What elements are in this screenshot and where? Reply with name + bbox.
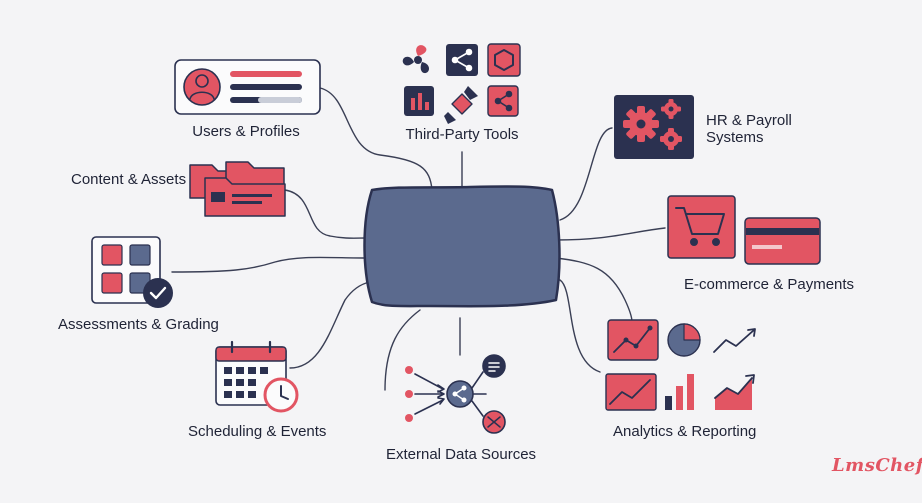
node-label-third-party: Third-Party Tools <box>405 126 519 143</box>
bar-chart-icon <box>411 93 429 110</box>
integration-tools-grid-icon <box>402 43 521 124</box>
node-label-ecommerce: E-commerce & Payments <box>684 276 855 293</box>
data-flow-icon <box>405 354 506 434</box>
checked-grid-icon <box>91 236 173 308</box>
connector-analytics-b <box>559 279 601 373</box>
connector-lines <box>171 87 666 391</box>
fan-icon <box>402 45 429 74</box>
connector-users <box>319 87 433 191</box>
brand-logo: LmsChef <box>832 455 922 476</box>
node-label-assessments: Assessments & Grading <box>58 316 219 333</box>
connector-hr <box>559 127 613 221</box>
charts-icon <box>605 319 756 411</box>
cart-and-card-icon <box>667 195 821 265</box>
bar-chart-icon <box>665 374 694 410</box>
connector-assessments <box>171 256 369 273</box>
credit-card-icon <box>744 217 821 265</box>
node-label-hr-line1: HR & Payroll <box>706 112 792 129</box>
node-label-users: Users & Profiles <box>192 123 300 140</box>
checkmark-icon <box>149 286 167 300</box>
node-label-hr-line2: Systems <box>706 129 764 146</box>
share-nodes-alt-icon <box>494 90 513 112</box>
gears-icon <box>614 95 694 159</box>
connector-scheduling <box>289 281 371 369</box>
node-label-external: External Data Sources <box>385 446 537 463</box>
shopping-cart-icon <box>675 207 725 246</box>
folders-icon <box>189 161 286 217</box>
node-label-scheduling: Scheduling & Events <box>188 423 327 440</box>
node-label-content: Content & Assets <box>71 171 187 188</box>
hexagon-icon <box>494 49 514 71</box>
connector-ecommerce <box>555 227 666 241</box>
puzzle-diamond-icon <box>444 86 478 124</box>
clock-icon <box>263 377 299 413</box>
area-chart-icon <box>714 374 755 410</box>
connector-analytics-a <box>555 257 633 323</box>
pie-chart-icon <box>667 323 701 357</box>
central-hub <box>363 185 561 308</box>
share-nodes-icon <box>451 48 473 72</box>
connector-external-b <box>384 309 421 391</box>
calendar-clock-icon <box>215 340 299 413</box>
user-profile-card-icon <box>174 59 321 115</box>
trend-up-icon <box>713 328 756 353</box>
node-label-analytics: Analytics & Reporting <box>613 423 757 440</box>
connector-content <box>284 189 369 239</box>
